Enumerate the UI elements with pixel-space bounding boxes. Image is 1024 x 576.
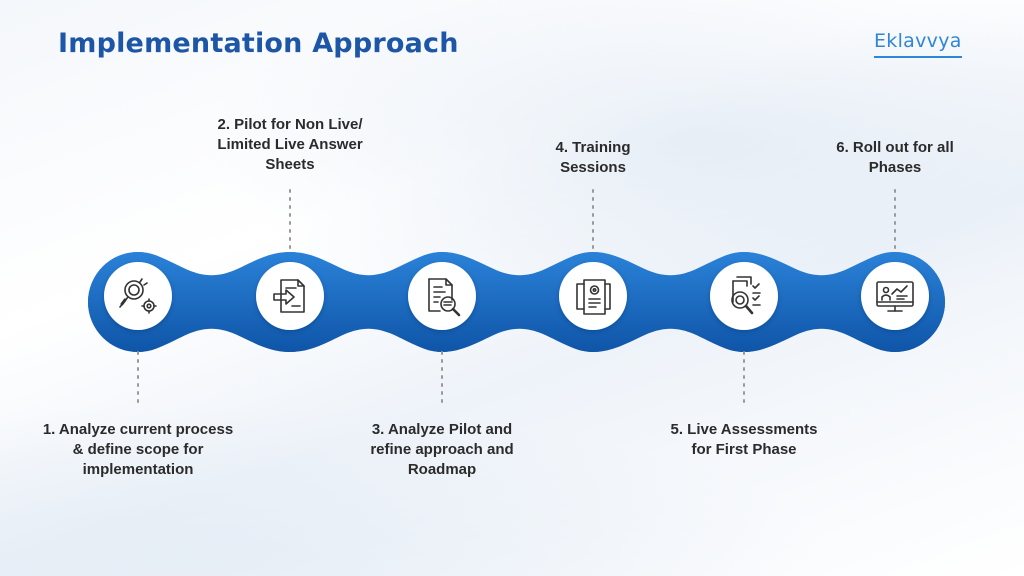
brand-logo: Eklavvya: [874, 30, 962, 52]
page-title: Implementation Approach: [58, 28, 459, 59]
step-disc-6: [861, 262, 929, 330]
step-label-5: 5. Live Assessments for First Phase: [670, 421, 818, 458]
step-label-4: 4. Training Sessions: [555, 139, 631, 176]
step-disc-5: [710, 262, 778, 330]
process-band: [88, 252, 945, 352]
step-label-6: 6. Roll out for all Phases: [836, 139, 954, 176]
document-magnifier-icon: [428, 278, 461, 317]
step-label-1: 1. Analyze current process & define scop…: [42, 421, 234, 478]
assessment-magnifier-checklist-icon: [731, 276, 761, 315]
step-label-2: 2. Pilot for Non Live/ Limited Live Answ…: [217, 116, 363, 173]
training-documents-gear-icon: [576, 279, 611, 315]
step-disc-3: [408, 262, 476, 330]
search-gears-icon: [119, 278, 157, 314]
presentation-monitor-icon: [876, 281, 914, 312]
connectors: [137, 189, 896, 409]
step-disc-4: [559, 262, 627, 330]
step-label-3: 3. Analyze Pilot and refine approach and…: [370, 421, 514, 478]
process-band-path: [88, 252, 945, 352]
step-disc-1: [104, 262, 172, 330]
brand-logo-underline: [874, 56, 962, 58]
document-arrow-icon: [273, 279, 305, 313]
step-disc-2: [256, 262, 324, 330]
